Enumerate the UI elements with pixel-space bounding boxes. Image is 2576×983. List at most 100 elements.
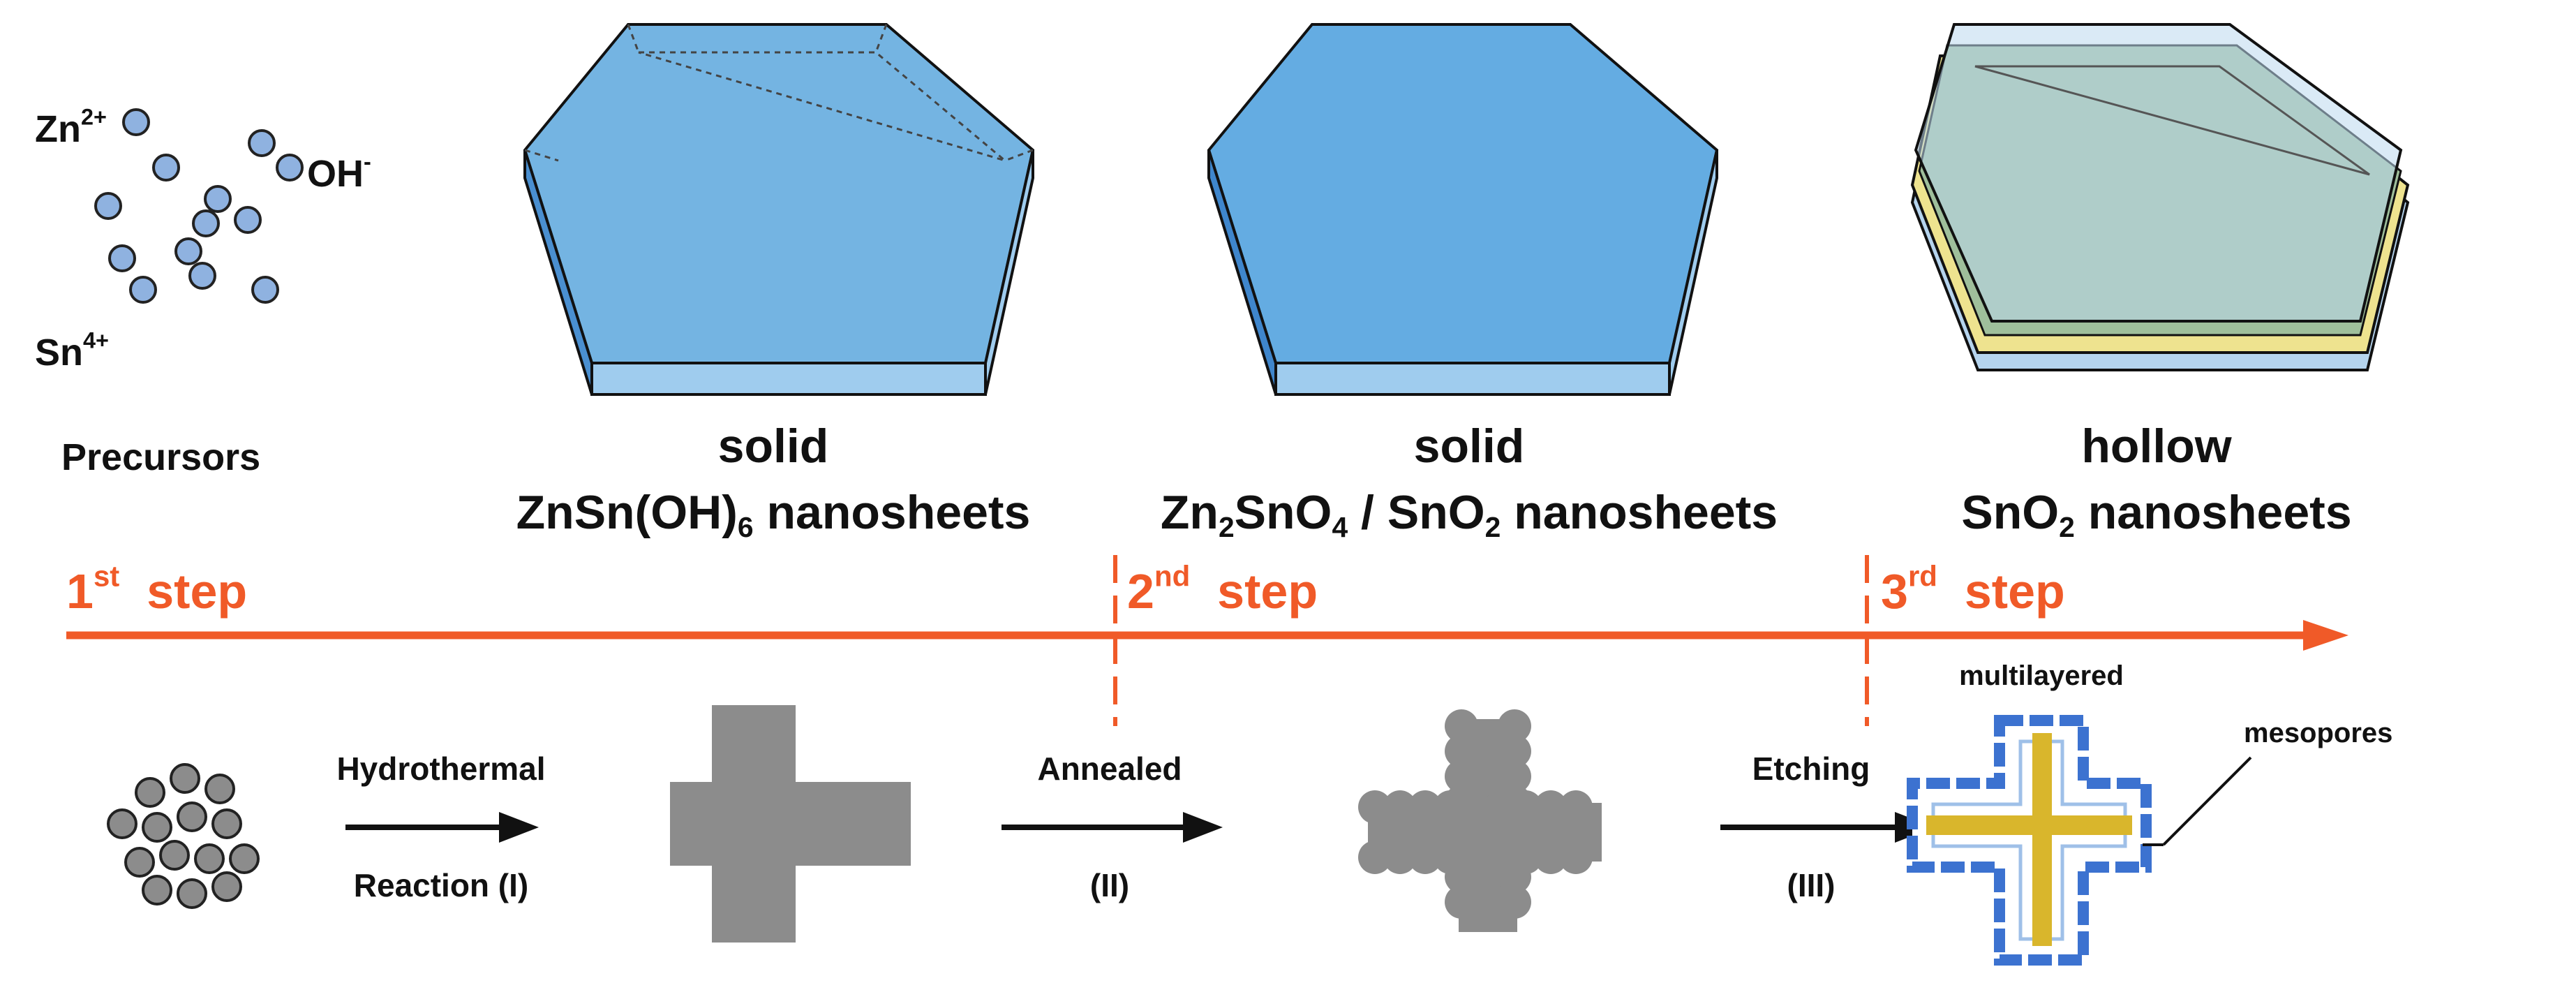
reaction-arrows: [345, 812, 1935, 843]
annealed-bump: [1445, 709, 1478, 743]
sheet-2-top-face: [1207, 23, 1719, 364]
sheet-2-side-front: [1274, 362, 1671, 396]
sheet-2-side-right: [1668, 149, 1718, 395]
cross-outer-shell: [1907, 715, 2152, 966]
annealed-bump: [1459, 841, 1492, 874]
precursor-ion: [192, 209, 220, 237]
precursor-ion: [188, 262, 216, 290]
annealed-bump: [1559, 790, 1593, 824]
sheet-1-side-right: [984, 149, 1034, 395]
annealed-bump: [1484, 841, 1517, 874]
annealed-bump: [1445, 760, 1478, 793]
sheet-3-inner-line: [1974, 65, 2370, 176]
sheet-1-top-face: [523, 23, 1035, 364]
gray-particle-cluster: [107, 763, 260, 909]
gray-particle: [170, 763, 200, 794]
precursor-ions: [94, 108, 304, 304]
annealed-bump: [1498, 734, 1531, 768]
annealed-bump: [1445, 734, 1478, 768]
mesopores-pointer: [2162, 756, 2252, 846]
precursor-ion: [276, 154, 304, 182]
stage-2-state: solid: [1413, 420, 1525, 473]
gray-particle: [142, 875, 172, 906]
annealed-bump: [1434, 841, 1467, 874]
cross-yellow-vertical: [2032, 733, 2052, 946]
annealed-bump: [1534, 790, 1568, 824]
precursor-ion: [94, 192, 122, 220]
reaction-2-bottom: (II): [1089, 867, 1130, 903]
precursor-ion: [152, 154, 180, 182]
oh-ion-label: OH-: [307, 149, 371, 195]
multilayered-label: multilayered: [1959, 660, 2124, 691]
solid-znsn-oh6-nanosheet: [523, 23, 1035, 396]
annealed-bump: [1358, 790, 1392, 824]
precursor-ion: [129, 276, 157, 304]
solid-zn2sno4-sno2-nanosheet: [1207, 23, 1719, 396]
precursor-ion: [204, 185, 232, 213]
timeline-arrow-head: [2303, 620, 2348, 651]
annealed-bump: [1509, 790, 1542, 824]
annealed-bump: [1509, 841, 1542, 874]
gray-particle: [204, 774, 235, 804]
annealed-bump: [1534, 841, 1568, 874]
annealed-bump: [1459, 790, 1492, 824]
step-2-label: 2nd step: [1127, 559, 1318, 619]
annealed-bump: [1383, 841, 1417, 874]
reaction-3-bottom: (III): [1787, 867, 1836, 903]
stage-3-material: SnO2 nanosheets: [1961, 486, 2352, 544]
precursor-ion: [234, 206, 262, 234]
reaction-1-bottom: Reaction (I): [353, 867, 529, 903]
reaction-3-top: Etching: [1752, 751, 1870, 787]
cross-yellow-horizontal: [1926, 815, 2132, 835]
hollow-sno2-nanosheet: [1910, 23, 2410, 371]
gray-particle: [124, 847, 155, 878]
annealed-bump: [1445, 885, 1478, 919]
timeline: [66, 555, 2348, 726]
stage-1-state: solid: [717, 420, 829, 473]
sn-ion-label: Sn4+: [35, 327, 109, 374]
precursors-title: Precursors: [61, 436, 261, 478]
cross-inner-shell: [1931, 739, 2127, 941]
gray-particle: [177, 878, 207, 909]
step-3-label: 3rd step: [1881, 559, 2065, 619]
annealed-bump: [1383, 790, 1417, 824]
annealed-bump: [1358, 841, 1392, 874]
annealed-bump: [1408, 841, 1442, 874]
precursor-ion: [174, 237, 202, 265]
hollow-multilayered-cross: [1907, 715, 2252, 966]
annealed-bump: [1498, 709, 1531, 743]
annealed-bump: [1408, 790, 1442, 824]
precursor-ion: [248, 129, 276, 157]
annealed-bump: [1484, 790, 1517, 824]
gray-particle: [107, 808, 137, 839]
stage-2-material: Zn2SnO4 / SnO2 nanosheets: [1160, 486, 1778, 544]
precursor-ion: [251, 276, 279, 304]
mesopores-label: mesopores: [2244, 718, 2393, 748]
annealed-bump: [1498, 760, 1531, 793]
reaction-1-top: Hydrothermal: [336, 751, 546, 787]
gray-particle: [211, 808, 242, 839]
zn-ion-label: Zn2+: [35, 104, 107, 150]
step-1-label: 1st step: [66, 559, 248, 619]
gray-particle: [177, 801, 207, 832]
gray-particle: [194, 843, 225, 874]
gray-particle: [135, 777, 165, 808]
solid-cross-shape: [670, 705, 911, 943]
reaction-2-top: Annealed: [1037, 751, 1182, 787]
gray-particle: [142, 812, 172, 843]
sheet-1-inner-edge: [638, 51, 1006, 162]
gray-particle: [229, 843, 260, 874]
gray-particle: [159, 840, 190, 871]
annealed-bump: [1434, 790, 1467, 824]
gray-particle: [211, 871, 242, 902]
annealed-bump: [1498, 885, 1531, 919]
sheet-1-side-front: [590, 362, 987, 396]
annealed-cross-shape: [1358, 709, 1602, 932]
stage-1-material: ZnSn(OH)6 nanosheets: [516, 486, 1031, 544]
sheet-3-top-shell: [1914, 23, 2403, 323]
annealed-bump: [1559, 841, 1593, 874]
stage-3-state: hollow: [2081, 420, 2232, 473]
precursor-ion: [122, 108, 150, 136]
precursor-ion: [108, 244, 136, 272]
